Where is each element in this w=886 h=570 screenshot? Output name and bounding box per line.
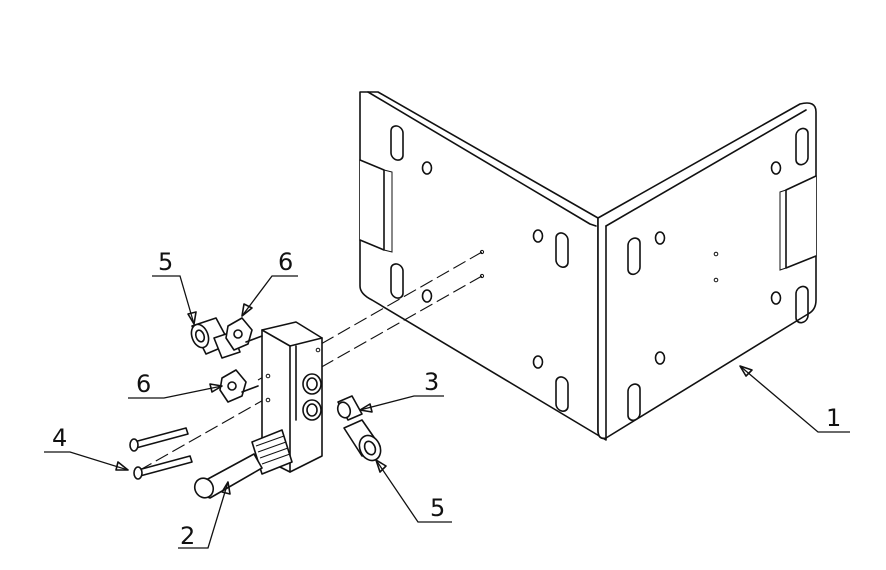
callout-label: 2 (180, 522, 195, 550)
callout-label: 1 (826, 404, 841, 432)
screw (129, 427, 193, 480)
round-hole (421, 161, 782, 369)
callout-5-lower: 5 (375, 459, 452, 523)
callout-label: 6 (136, 370, 151, 398)
callout-1: 1 (739, 365, 850, 433)
mounting-bracket (359, 91, 817, 441)
push-in-fitting-lower (343, 419, 382, 462)
callout-6-lower: 6 (128, 370, 223, 399)
callout-5-upper: 5 (152, 248, 197, 325)
callout-label: 5 (158, 248, 173, 276)
nut-lower (219, 369, 259, 403)
callout-label: 3 (424, 368, 439, 396)
callout-3: 3 (359, 368, 444, 413)
callout-2: 2 (178, 481, 231, 550)
nut-upper (225, 317, 263, 351)
manual-valve (193, 321, 323, 499)
callout-label: 5 (430, 494, 445, 522)
callout-4: 4 (44, 424, 129, 471)
slot-hole (390, 125, 569, 413)
callout-label: 4 (52, 424, 67, 452)
plug-fitting (336, 395, 363, 421)
callout-label: 6 (278, 248, 293, 276)
callout-6-upper: 6 (241, 248, 298, 317)
slot-hole (627, 127, 809, 422)
